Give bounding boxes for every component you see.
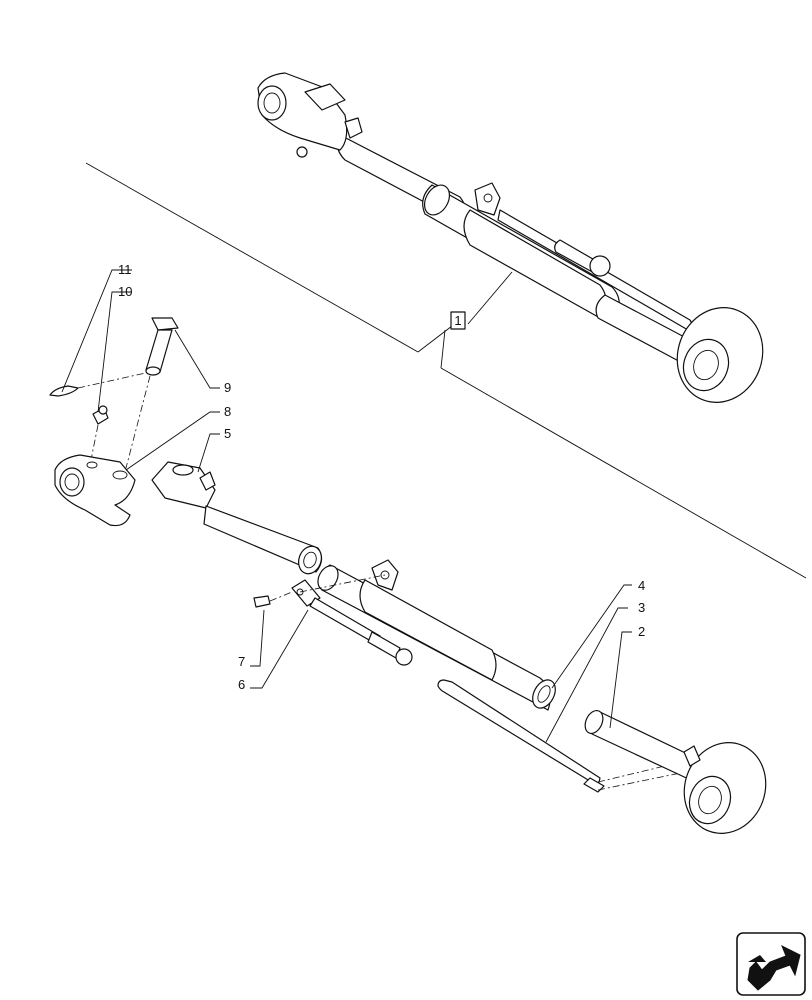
part-4-barrel xyxy=(317,559,556,711)
callout-3[interactable]: 3 xyxy=(545,600,645,743)
callout-4-label: 4 xyxy=(638,578,645,593)
callout-10-label: 10 xyxy=(118,284,132,299)
part-8-clevis xyxy=(54,454,136,527)
callout-2-label: 2 xyxy=(638,624,645,639)
part-11-spring-clip xyxy=(49,371,151,397)
navigation-arrow-icon[interactable] xyxy=(736,932,806,996)
callout-8[interactable]: 8 xyxy=(125,404,231,471)
part-10-grease-nipple xyxy=(89,405,109,466)
callout-7-label: 7 xyxy=(238,654,245,669)
callout-5[interactable]: 5 xyxy=(197,426,231,473)
callout-7[interactable]: 7 xyxy=(238,609,265,669)
callout-1-label: 1 xyxy=(454,313,461,328)
callout-4[interactable]: 4 xyxy=(551,578,645,689)
top-link-assembly xyxy=(85,72,807,579)
callout-6[interactable]: 6 xyxy=(238,609,309,692)
part-2-rear-tube xyxy=(584,710,767,834)
part-3-locking-rod xyxy=(437,679,696,793)
callout-11-label: 11 xyxy=(118,262,132,277)
part-6-adjuster-rod xyxy=(291,574,413,666)
part-7-pin xyxy=(253,591,293,608)
callout-9[interactable]: 9 xyxy=(174,329,231,395)
callout-3-label: 3 xyxy=(638,600,645,615)
part-5-front-tube xyxy=(151,461,323,575)
callout-11[interactable]: 11 xyxy=(61,262,132,393)
callout-5-label: 5 xyxy=(224,426,231,441)
part-9-pin xyxy=(125,317,179,469)
callout-6-label: 6 xyxy=(238,677,245,692)
callout-2[interactable]: 2 xyxy=(609,624,645,729)
callout-10[interactable]: 10 xyxy=(97,284,132,413)
callout-1[interactable]: 1 xyxy=(417,271,513,369)
callout-8-label: 8 xyxy=(224,404,231,419)
callout-9-label: 9 xyxy=(224,380,231,395)
